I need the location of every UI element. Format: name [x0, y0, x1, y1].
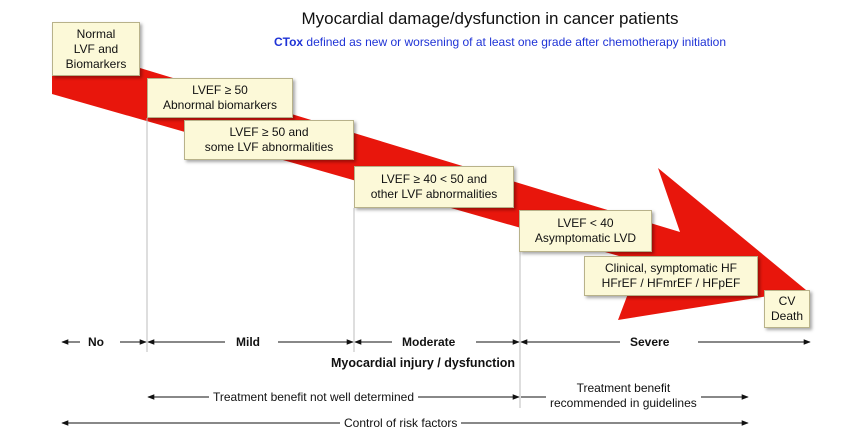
severity-moderate: Moderate [398, 335, 460, 349]
stage-line: LVEF ≥ 40 < 50 and [380, 172, 488, 186]
stage-line: some LVF abnormalities [204, 140, 334, 154]
benefit-recommended-line1: Treatment benefit [576, 381, 671, 395]
stage-box-other-lvf-abnormalities: LVEF ≥ 40 < 50 and other LVF abnormaliti… [354, 166, 514, 208]
stage-line: LVEF ≥ 50 [192, 83, 248, 97]
stage-line: Death [770, 309, 804, 323]
myocardial-injury-label: Myocardial injury / dysfunction [327, 356, 520, 370]
stage-box-some-lvf-abnormalities: LVEF ≥ 50 and some LVF abnormalities [184, 120, 354, 160]
stage-line: LVF and [73, 41, 119, 56]
stage-line: Biomarkers [65, 56, 127, 71]
diagram-title: Myocardial damage/dysfunction in cancer … [301, 9, 679, 28]
stage-line: Asymptomatic LVD [534, 231, 637, 245]
stage-line: Abnormal biomarkers [162, 98, 278, 112]
benefit-not-determined-label: Treatment benefit not well determined [209, 390, 418, 404]
stage-line: Clinical, symptomatic HF [604, 261, 738, 275]
benefit-recommended-label: Treatment benefit recommended in guideli… [546, 381, 701, 411]
stage-box-abnormal-biomarkers: LVEF ≥ 50 Abnormal biomarkers [147, 78, 293, 118]
stage-line: Normal [76, 26, 116, 41]
subtitle-definition: defined as new or worsening of at least … [303, 35, 727, 49]
stage-box-asymptomatic-lvd: LVEF < 40 Asymptomatic LVD [519, 210, 652, 252]
severity-no: No [84, 335, 108, 349]
severity-mild: Mild [232, 335, 264, 349]
subtitle-ctox: CTox [273, 35, 304, 49]
severity-severe: Severe [626, 335, 674, 349]
stage-line: LVEF < 40 [557, 216, 614, 230]
stage-box-cv-death: CV Death [764, 290, 810, 328]
diagram-subtitle: CTox defined as new or worsening of at l… [180, 35, 820, 49]
stage-box-normal: Normal LVF and Biomarkers [52, 22, 140, 76]
stage-line: LVEF ≥ 50 and [229, 125, 309, 139]
stage-box-symptomatic-hf: Clinical, symptomatic HF HFrEF / HFmrEF … [584, 256, 758, 296]
benefit-recommended-line2: recommended in guidelines [550, 396, 697, 410]
stage-line: HFrEF / HFmrEF / HFpEF [601, 276, 741, 290]
control-risk-label: Control of risk factors [340, 416, 462, 430]
stage-line: CV [778, 294, 796, 308]
stage-line: other LVF abnormalities [370, 187, 498, 201]
